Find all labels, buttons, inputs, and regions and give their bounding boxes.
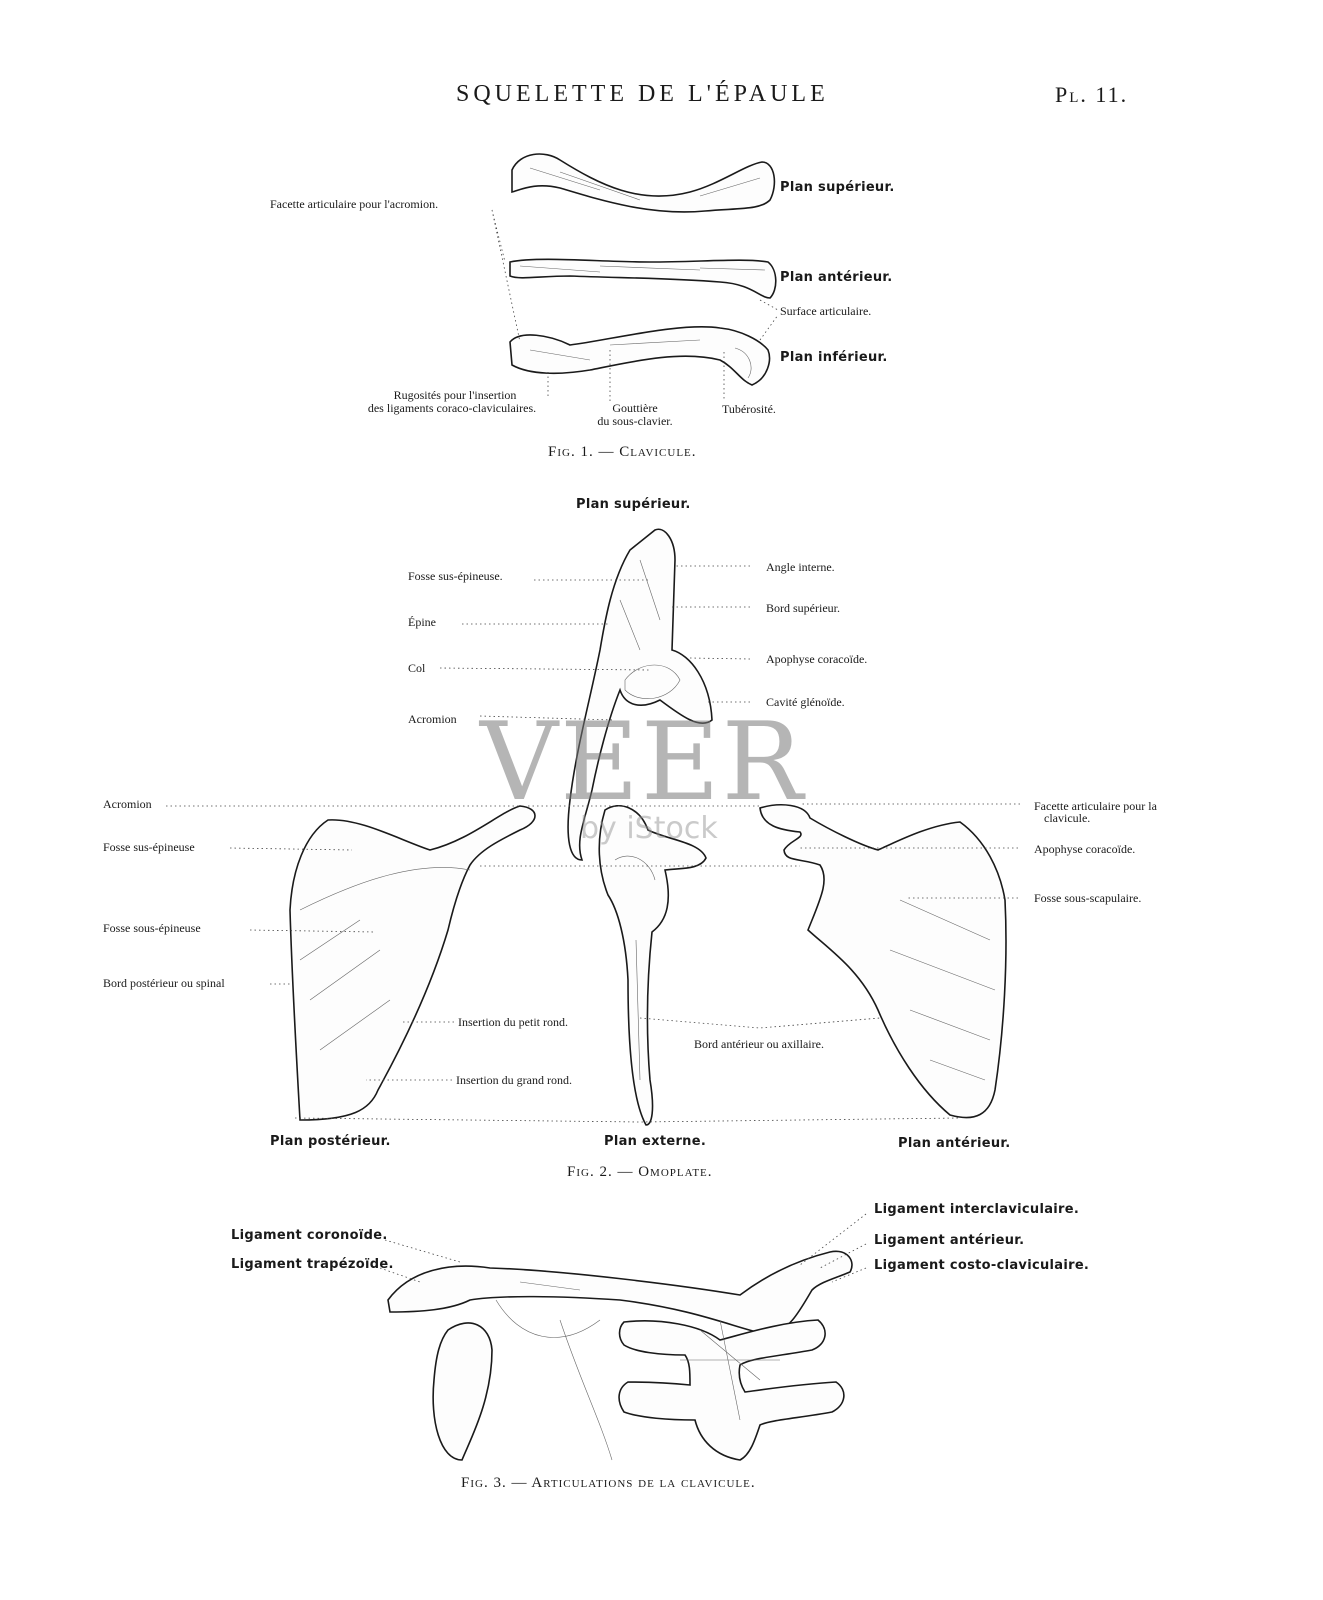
label-fosse-sous-epineuse: Fosse sous-épineuse bbox=[103, 921, 201, 935]
label-facette-clavicule-line1: Facette articulaire pour la bbox=[1034, 799, 1157, 813]
label-bord-anterieur: Bord antérieur ou axillaire. bbox=[694, 1037, 824, 1051]
label-fosse-sous-scapulaire: Fosse sous-scapulaire. bbox=[1034, 891, 1142, 905]
label-ligament-coronoide: Ligament coronoïde. bbox=[231, 1228, 388, 1243]
label-bord-superieur: Bord supérieur. bbox=[766, 601, 840, 615]
label-facette-acromion: Facette articulaire pour l'acromion. bbox=[270, 197, 439, 211]
page-title: SQUELETTE DE L'ÉPAULE bbox=[456, 81, 829, 107]
label-fosse-sus-epineuse-top: Fosse sus-épineuse. bbox=[408, 569, 503, 583]
label-acromion-left: Acromion bbox=[103, 797, 152, 811]
label-facette-clavicule-line2: clavicule. bbox=[1044, 811, 1091, 825]
label-gouttiere-line1: Gouttière bbox=[612, 401, 658, 415]
label-apophyse-coracoide-right: Apophyse coracoïde. bbox=[1034, 842, 1136, 856]
label-acromion-top: Acromion bbox=[408, 712, 457, 726]
label-ligament-anterieur: Ligament antérieur. bbox=[874, 1233, 1025, 1248]
clavicle-anterior-view bbox=[509, 258, 777, 299]
scapula-posterior-view bbox=[289, 805, 536, 1121]
clavicle-articulation-view bbox=[387, 1250, 853, 1461]
label-col: Col bbox=[408, 661, 426, 675]
scapula-anterior-view bbox=[759, 804, 1007, 1119]
scapula-external-view bbox=[598, 805, 707, 1126]
watermark-byline: by iStock bbox=[580, 811, 718, 846]
label-plan-externe: Plan externe. bbox=[604, 1134, 707, 1149]
scapula-superior-view bbox=[567, 528, 713, 861]
fig1-caption: Fig. 1. — Clavicule. bbox=[548, 444, 697, 460]
label-epine: Épine bbox=[408, 615, 436, 629]
clavicle-superior-view bbox=[511, 153, 776, 213]
fig2-caption: Fig. 2. — Omoplate. bbox=[567, 1164, 713, 1180]
label-plan-inferieur-1: Plan inférieur. bbox=[780, 350, 888, 365]
label-tuberosite: Tubérosité. bbox=[722, 402, 776, 416]
label-plan-superieur-1: Plan supérieur. bbox=[780, 180, 895, 195]
label-cavite-glenoide: Cavité glénoïde. bbox=[766, 695, 845, 709]
label-plan-anterieur-1: Plan antérieur. bbox=[780, 270, 893, 285]
label-gouttiere-line2: du sous-clavier. bbox=[597, 414, 673, 428]
label-insertion-grand-rond: Insertion du grand rond. bbox=[456, 1073, 572, 1087]
label-insertion-petit-rond: Insertion du petit rond. bbox=[458, 1015, 568, 1029]
label-ligament-costo-claviculaire: Ligament costo-claviculaire. bbox=[874, 1258, 1090, 1273]
label-fosse-sus-epineuse-left: Fosse sus-épineuse bbox=[103, 840, 195, 854]
watermark-logo: VEER bbox=[480, 700, 805, 825]
label-plan-anterieur-2: Plan antérieur. bbox=[898, 1136, 1011, 1151]
label-rugosites-line1: Rugosités pour l'insertion bbox=[393, 388, 517, 402]
clavicle-inferior-view bbox=[509, 326, 771, 386]
label-plan-posterieur: Plan postérieur. bbox=[270, 1134, 391, 1149]
label-apophyse-coracoide-top: Apophyse coracoïde. bbox=[766, 652, 868, 666]
label-ligament-trapezoide: Ligament trapézoïde. bbox=[231, 1257, 394, 1272]
label-plan-superieur-2: Plan supérieur. bbox=[576, 497, 691, 512]
label-ligament-interclaviculaire: Ligament interclaviculaire. bbox=[874, 1202, 1080, 1217]
label-surface-articulaire: Surface articulaire. bbox=[780, 304, 872, 318]
label-rugosites-line2: des ligaments coraco-claviculaires. bbox=[367, 401, 537, 415]
label-angle-interne: Angle interne. bbox=[766, 560, 835, 574]
label-bord-posterieur: Bord postérieur ou spinal bbox=[103, 976, 225, 990]
plate-number: Pl. 11. bbox=[1055, 82, 1129, 107]
fig3-caption: Fig. 3. — Articulations de la clavicule. bbox=[461, 1475, 756, 1491]
